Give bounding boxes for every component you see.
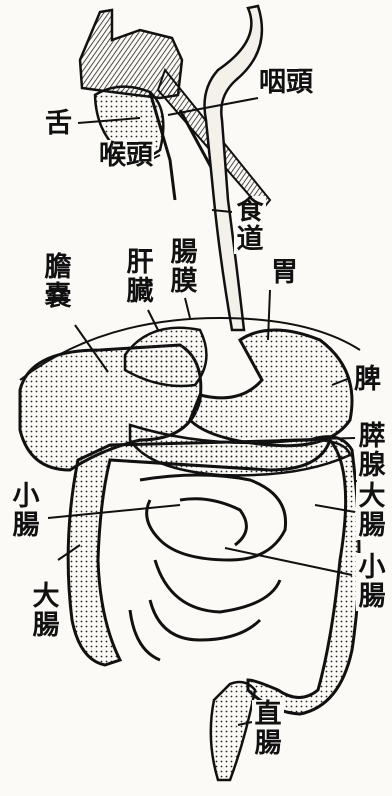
- label-larynx: 喉頭: [98, 140, 154, 171]
- small-intestine-loops: [130, 475, 286, 660]
- label-tongue: 舌: [44, 109, 73, 138]
- label-mesentery: 腸膜: [168, 238, 200, 296]
- liver-lobe-shape: [125, 328, 206, 386]
- head-section: [80, 10, 182, 200]
- large-intestine-shape: [68, 437, 359, 714]
- label-spleen: 脾: [353, 365, 382, 394]
- stomach-shape: [190, 330, 352, 446]
- label-rectum: 直腸: [252, 700, 284, 758]
- label-gallbladder: 膽嚢: [42, 253, 74, 311]
- label-small-intestine-left: 小腸: [10, 482, 42, 540]
- label-large-intestine-right: 大腸: [356, 482, 388, 540]
- label-large-intestine-left: 大腸: [30, 582, 62, 640]
- label-small-intestine-right: 小腸: [356, 553, 388, 611]
- rectum-shape: [211, 682, 255, 780]
- label-esophagus: 食道: [234, 196, 266, 254]
- label-pharynx: 咽頭: [258, 67, 314, 98]
- label-stomach: 胃: [270, 258, 299, 287]
- label-liver: 肝臓: [124, 248, 156, 306]
- label-pancreas: 膵腺: [356, 422, 388, 480]
